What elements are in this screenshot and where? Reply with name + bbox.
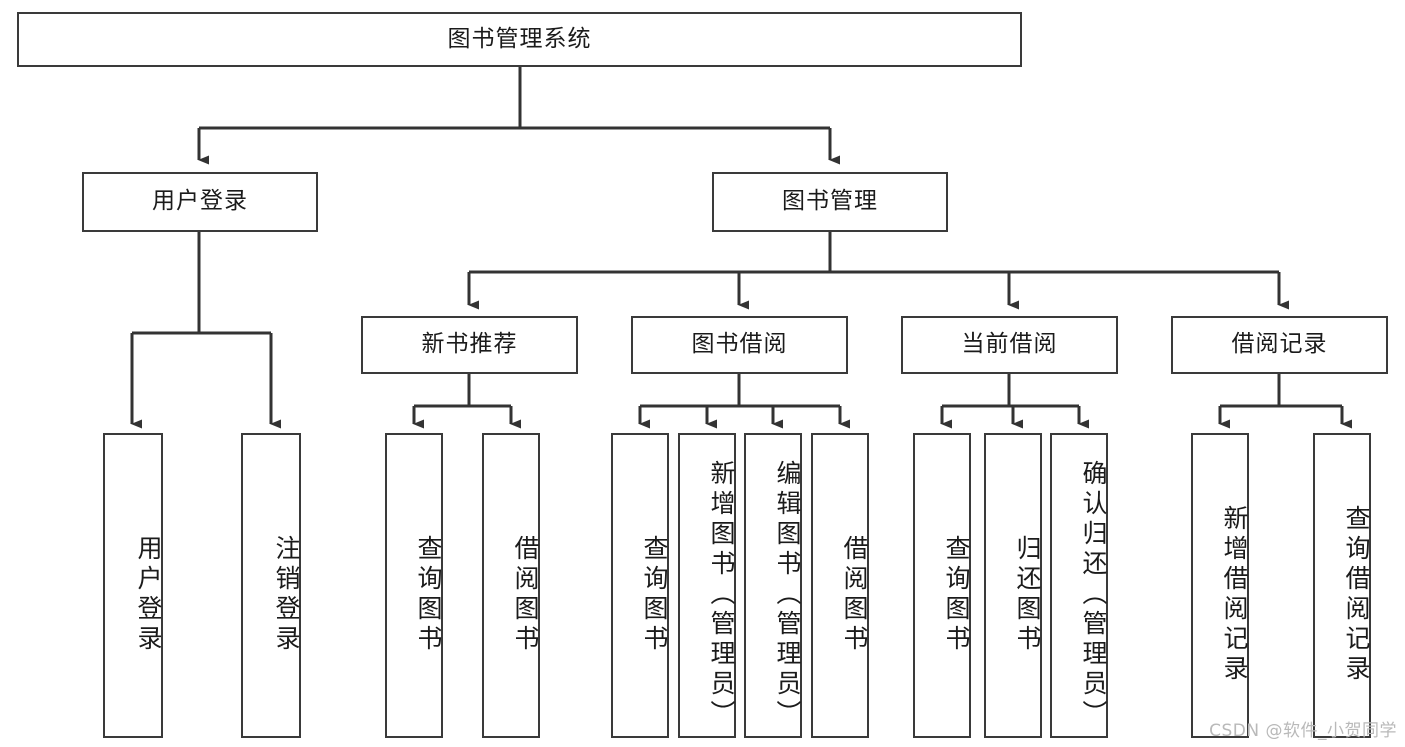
node-leaf-current-query-book[interactable]: 查询图书 [913,433,971,738]
node-new-book-recommend[interactable]: 新书推荐 [361,316,578,374]
node-user-login-label: 用户登录 [152,188,248,215]
node-user-login[interactable]: 用户登录 [82,172,318,232]
node-borrow-record-label: 借阅记录 [1231,331,1328,358]
node-book-borrow-label: 图书借阅 [691,331,788,358]
node-leaf-user-logout[interactable]: 注销登录 [241,433,301,738]
node-leaf-record-add-label: 新增借阅记录 [1220,504,1249,685]
node-leaf-borrow-borrow-book-label: 借阅图书 [840,534,869,655]
node-leaf-recommend-query-book[interactable]: 查询图书 [385,433,443,738]
node-leaf-borrow-edit-book-label: 编辑图书（管理员） [773,459,802,730]
node-leaf-record-add[interactable]: 新增借阅记录 [1191,433,1249,738]
node-current-borrow-label: 当前借阅 [961,331,1058,358]
node-leaf-recommend-borrow-book[interactable]: 借阅图书 [482,433,540,738]
node-leaf-current-confirm-return-label: 确认归还（管理员） [1079,459,1108,730]
node-leaf-current-return-book[interactable]: 归还图书 [984,433,1042,738]
node-leaf-current-return-book-label: 归还图书 [1013,534,1042,655]
node-leaf-current-query-book-label: 查询图书 [942,534,971,655]
node-book-borrow[interactable]: 图书借阅 [631,316,848,374]
node-leaf-record-query-label: 查询借阅记录 [1342,504,1371,685]
node-book-management-label: 图书管理 [782,188,878,215]
node-leaf-user-logout-label: 注销登录 [272,534,301,655]
node-leaf-recommend-borrow-book-label: 借阅图书 [511,534,540,655]
node-leaf-borrow-add-book-label: 新增图书（管理员） [707,459,736,730]
node-new-book-recommend-label: 新书推荐 [421,331,518,358]
node-leaf-record-query[interactable]: 查询借阅记录 [1313,433,1371,738]
node-leaf-recommend-query-book-label: 查询图书 [414,534,443,655]
node-leaf-borrow-query-book[interactable]: 查询图书 [611,433,669,738]
node-book-management[interactable]: 图书管理 [712,172,948,232]
node-leaf-user-login-label: 用户登录 [134,534,163,655]
node-leaf-borrow-edit-book[interactable]: 编辑图书（管理员） [744,433,802,738]
node-borrow-record[interactable]: 借阅记录 [1171,316,1388,374]
node-leaf-borrow-borrow-book[interactable]: 借阅图书 [811,433,869,738]
csdn-watermark: CSDN @软件_小贺同学 [1209,721,1397,741]
node-leaf-borrow-add-book[interactable]: 新增图书（管理员） [678,433,736,738]
node-leaf-current-confirm-return[interactable]: 确认归还（管理员） [1050,433,1108,738]
node-root-system[interactable]: 图书管理系统 [17,12,1022,67]
node-current-borrow[interactable]: 当前借阅 [901,316,1118,374]
node-root-system-label: 图书管理系统 [447,25,592,52]
node-leaf-user-login[interactable]: 用户登录 [103,433,163,738]
node-leaf-borrow-query-book-label: 查询图书 [640,534,669,655]
